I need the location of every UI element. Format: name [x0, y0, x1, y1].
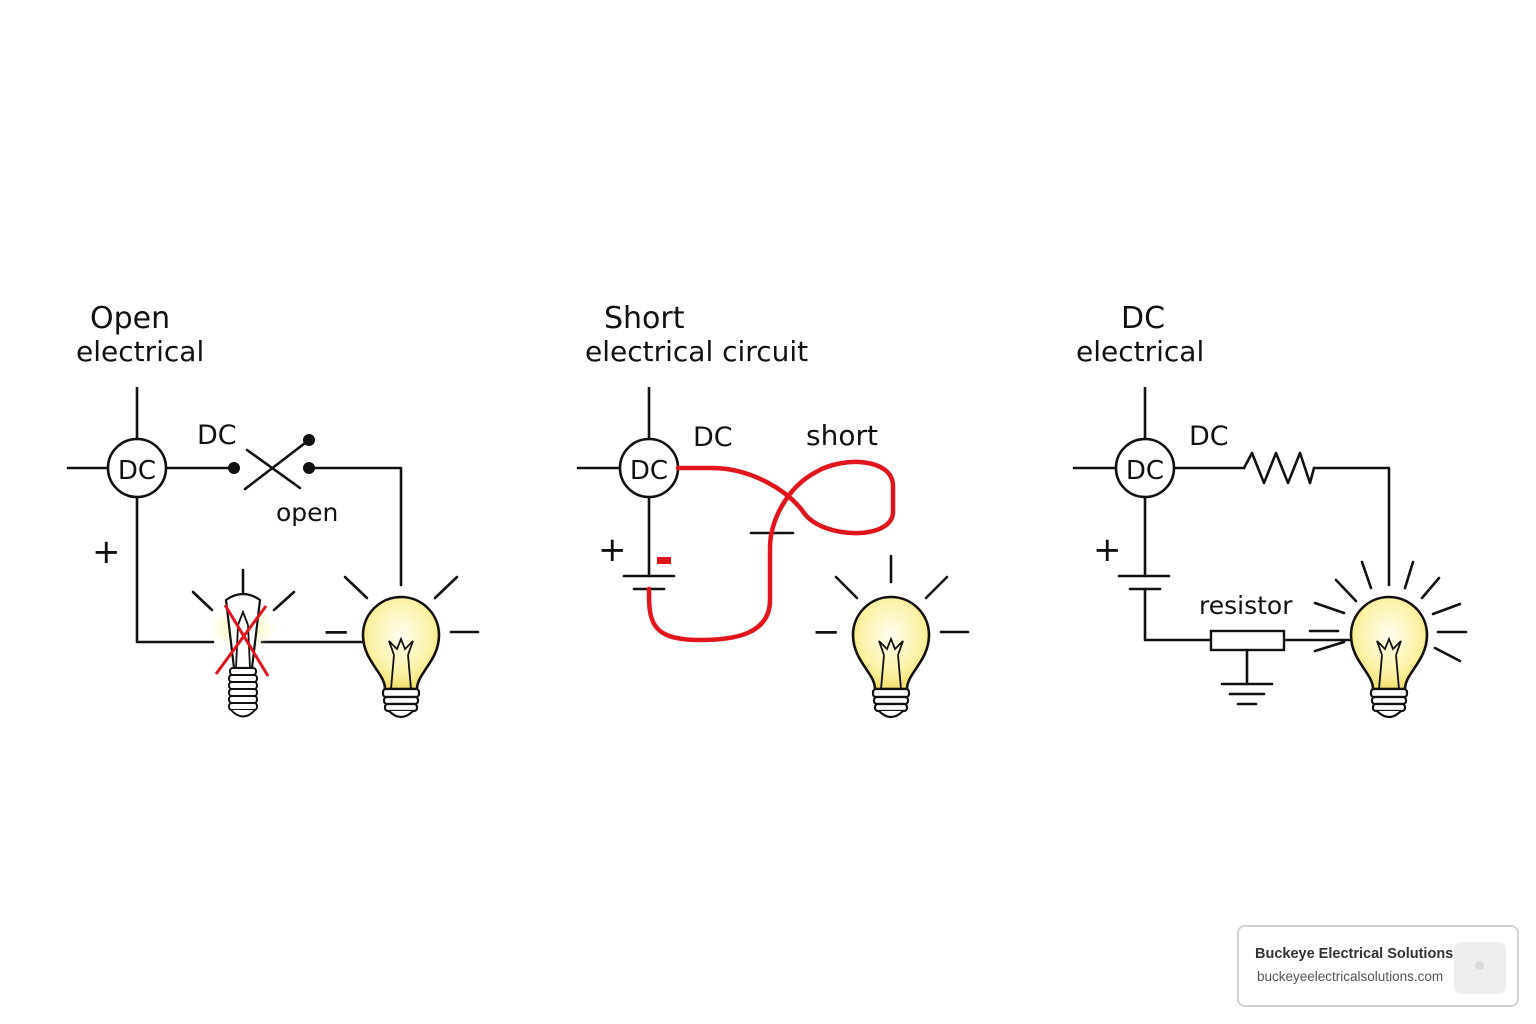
dc-circuit-wires	[1072, 386, 1391, 642]
brand-name: Buckeye Electrical Solutions	[1255, 946, 1454, 962]
light-bulb-icon	[343, 575, 480, 719]
open-wire-label: DC	[197, 420, 237, 451]
panel-dc-circuit: DC electrical DC DC + resistor	[1072, 301, 1468, 719]
dc-source-icon: DC	[106, 437, 168, 499]
short-minus-sign: −	[812, 612, 841, 652]
short-circuit-wires	[576, 386, 795, 578]
open-switch-label: open	[276, 498, 338, 527]
panel-open-subtitle: electrical	[76, 335, 204, 368]
panel-open-circuit: Open electrical DC DC open +	[66, 301, 480, 719]
dc-plus-sign: +	[1093, 530, 1122, 570]
bright-light-bulb-icon	[1308, 560, 1468, 719]
logo-icon	[1454, 942, 1506, 994]
short-wire-path	[646, 459, 896, 643]
short-source-label: DC	[630, 456, 668, 486]
switch-icon	[228, 434, 315, 491]
panel-short-title: Short	[604, 301, 685, 336]
dc-source-icon: DC	[618, 437, 680, 499]
brand-card[interactable]: Buckeye Electrical Solutions buckeyeelec…	[1237, 925, 1519, 1007]
light-bulb-icon	[834, 554, 970, 719]
open-plus-sign: +	[92, 532, 121, 572]
panel-dc-title: DC	[1121, 301, 1165, 336]
open-circuit-wires	[66, 386, 403, 644]
resistor-icon	[1242, 451, 1316, 485]
brand-url[interactable]: buckeyeelectricalsolutions.com	[1257, 969, 1444, 984]
short-plus-sign: +	[598, 530, 627, 570]
resistor-body	[1209, 629, 1286, 652]
short-wire-label: DC	[693, 422, 733, 453]
short-label: short	[806, 419, 878, 452]
open-minus-sign: −	[322, 612, 351, 652]
panel-short-circuit: Short electrical circuit DC DC short + −	[576, 301, 970, 719]
dc-source-icon: DC	[1114, 437, 1176, 499]
panel-dc-subtitle: electrical	[1076, 335, 1204, 368]
ground-icon	[1220, 648, 1274, 706]
cross-mark-icon	[214, 604, 270, 677]
battery-icon	[1117, 574, 1171, 591]
short-minus-mark	[657, 557, 671, 564]
open-source-label: DC	[118, 456, 156, 486]
dc-source-label: DC	[1126, 456, 1164, 486]
dc-resistor-label: resistor	[1199, 591, 1293, 620]
panel-short-subtitle: electrical circuit	[585, 335, 808, 368]
panel-open-title: Open	[90, 301, 170, 336]
dc-wire-label: DC	[1189, 421, 1229, 452]
